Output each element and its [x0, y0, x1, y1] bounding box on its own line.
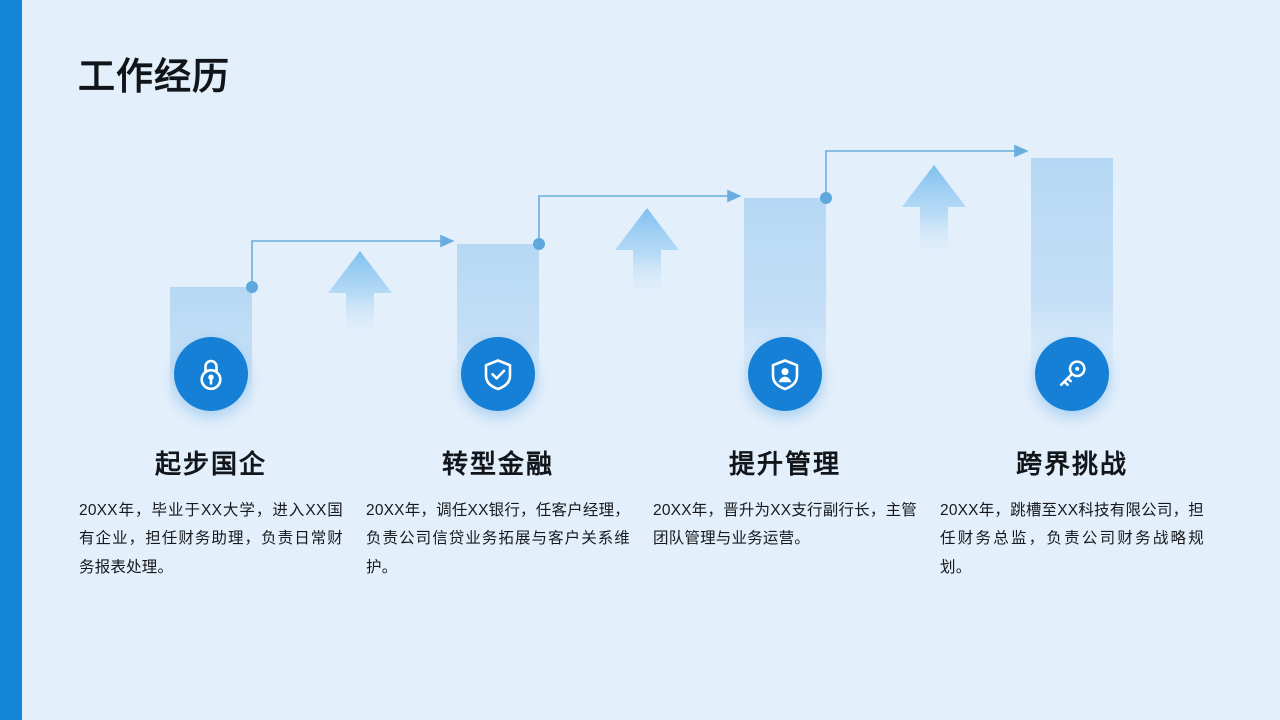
key-icon: [1052, 354, 1092, 394]
step-body-3: 20XX年，晋升为XX支行副行长，主管团队管理与业务运营。: [653, 501, 917, 548]
step-icon-circle-3[interactable]: [748, 337, 822, 411]
step-connectors: [251, 144, 1029, 287]
page-title: 工作经历: [78, 56, 230, 97]
step-icon-circle-2[interactable]: [461, 337, 535, 411]
node-dot-1: [246, 281, 258, 293]
step-column-1: 起步国企 20XX年，毕业于XX大学，进入XX国有企业，担任财务助理，负责日常财…: [79, 448, 343, 583]
step-title-1: 起步国企: [154, 449, 267, 479]
step-column-3: 提升管理 20XX年，晋升为XX支行副行长，主管团队管理与业务运营。: [653, 448, 917, 554]
step-icon-circle-1[interactable]: [174, 337, 248, 411]
left-accent-bar: [0, 0, 22, 720]
shield-check-icon: [478, 354, 518, 394]
step-body-1: 20XX年，毕业于XX大学，进入XX国有企业，担任财务助理，负责日常财务报表处理…: [79, 501, 343, 576]
step-title-3: 提升管理: [728, 449, 841, 479]
connector-nodes: [246, 192, 832, 293]
rising-arrow-1: [328, 251, 392, 340]
step-column-4: 跨界挑战 20XX年，跳槽至XX科技有限公司，担任财务总监，负责公司财务战略规划…: [940, 448, 1204, 583]
node-dot-2: [533, 238, 545, 250]
rising-arrows: [328, 165, 966, 340]
rising-arrow-2: [615, 208, 679, 302]
connector-3-to-4: [825, 144, 1029, 198]
connector-1-to-2: [251, 234, 455, 287]
step-title-4: 跨界挑战: [1015, 449, 1128, 479]
step-body-2: 20XX年，调任XX银行，任客户经理，负责公司信贷业务拓展与客户关系维护。: [366, 501, 630, 576]
connector-2-to-3: [538, 189, 742, 244]
step-column-2: 转型金融 20XX年，调任XX银行，任客户经理，负责公司信贷业务拓展与客户关系维…: [366, 448, 630, 583]
rising-arrow-3: [902, 165, 966, 262]
node-dot-3: [820, 192, 832, 204]
chart-bars: [170, 158, 1113, 420]
step-title-2: 转型金融: [441, 449, 554, 479]
step-icon-circle-4[interactable]: [1035, 337, 1109, 411]
padlock-icon: [191, 354, 231, 394]
step-body-4: 20XX年，跳槽至XX科技有限公司，担任财务总监，负责公司财务战略规划。: [940, 501, 1204, 576]
shield-user-icon: [765, 354, 805, 394]
